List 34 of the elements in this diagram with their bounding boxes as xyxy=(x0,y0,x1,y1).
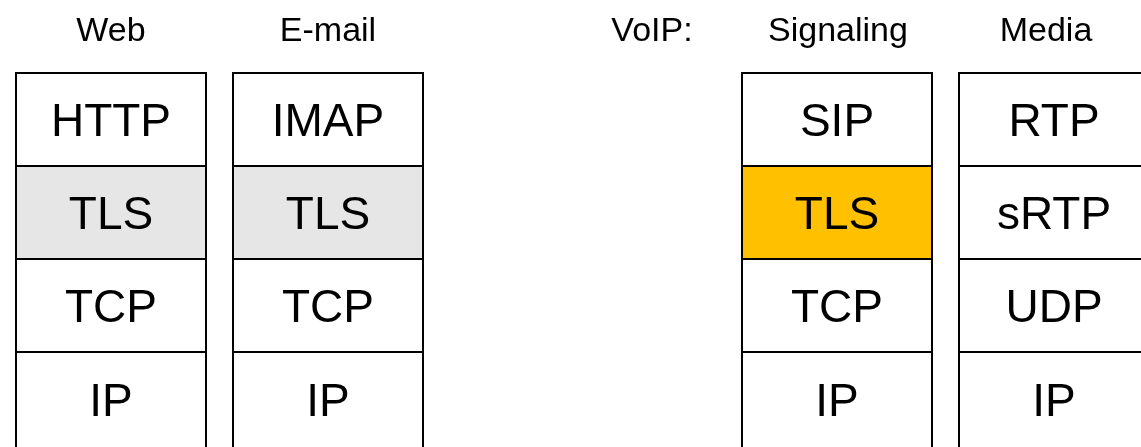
protocol-layer-box xyxy=(15,165,207,260)
protocol-name: HTTP xyxy=(50,92,172,147)
protocol-name: UDP xyxy=(1005,278,1103,333)
protocol-layer-box xyxy=(15,258,207,353)
protocol-name: TLS xyxy=(285,185,371,240)
column-heading: VoIP: xyxy=(611,10,693,49)
protocol-name: TCP xyxy=(282,278,374,333)
protocol-name: IP xyxy=(89,373,133,427)
column-heading: Media xyxy=(999,10,1093,49)
protocol-layer-box xyxy=(15,72,207,167)
protocol-layer-box xyxy=(741,258,933,353)
protocol-name: TCP xyxy=(65,278,157,333)
protocol-layer-box xyxy=(741,72,933,167)
protocol-name: sRTP xyxy=(996,185,1112,240)
protocol-layer-box xyxy=(232,258,424,353)
protocol-layer-box xyxy=(232,351,424,447)
protocol-name: TLS xyxy=(68,185,154,240)
protocol-name: TLS xyxy=(794,185,880,240)
protocol-name: RTP xyxy=(1008,92,1100,147)
protocol-name: TCP xyxy=(791,278,883,333)
protocol-layer-box xyxy=(232,72,424,167)
column-heading: E-mail xyxy=(279,10,377,49)
protocol-name: IMAP xyxy=(271,92,385,147)
protocol-layer-box xyxy=(741,351,933,447)
protocol-name: IP xyxy=(815,373,859,427)
protocol-name: IP xyxy=(306,373,350,427)
column-heading: Web xyxy=(76,10,146,49)
protocol-name: IP xyxy=(1032,373,1076,427)
protocol-layer-box xyxy=(232,165,424,260)
column-heading: Signaling xyxy=(768,10,908,49)
protocol-layer-box xyxy=(15,351,207,447)
protocol-layer-box xyxy=(958,72,1141,167)
protocol-name: SIP xyxy=(799,92,875,147)
protocol-layer-box xyxy=(741,165,933,260)
